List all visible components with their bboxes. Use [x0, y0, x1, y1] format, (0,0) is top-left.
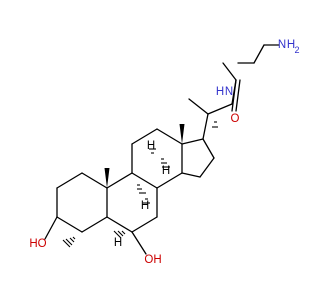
amine-nitrogen-label: N	[278, 39, 286, 51]
hydrogen-8-label: H	[141, 200, 149, 212]
amine-hydrogen-label: H	[287, 39, 295, 51]
amide-hydrogen-label: H	[216, 86, 224, 98]
ring-a	[56, 172, 108, 233]
methyl-wedge-10	[104, 168, 110, 188]
ring-b	[106, 172, 158, 233]
hydrogen-5-label: H	[114, 237, 122, 249]
hydroxyl-7-label: OH	[144, 254, 161, 266]
amide-bond	[222, 62, 237, 81]
hydrogen-9-label: H	[162, 165, 170, 177]
amide-nitrogen-label: N	[225, 86, 233, 98]
side-chain	[188, 44, 280, 140]
ring-d	[181, 138, 215, 178]
amine-subscript-label: 2	[294, 45, 299, 55]
amide-oxygen-label: O	[231, 113, 240, 125]
methyl-wedge-13	[179, 124, 185, 144]
hydrogen-14-label: H	[147, 140, 155, 152]
hydroxyl-3-label: HO	[29, 238, 46, 250]
chemical-structure: N H 2 N H O HO OH H H H H	[29, 39, 299, 266]
ring-c	[131, 128, 183, 189]
hashed-bonds	[62, 121, 218, 248]
